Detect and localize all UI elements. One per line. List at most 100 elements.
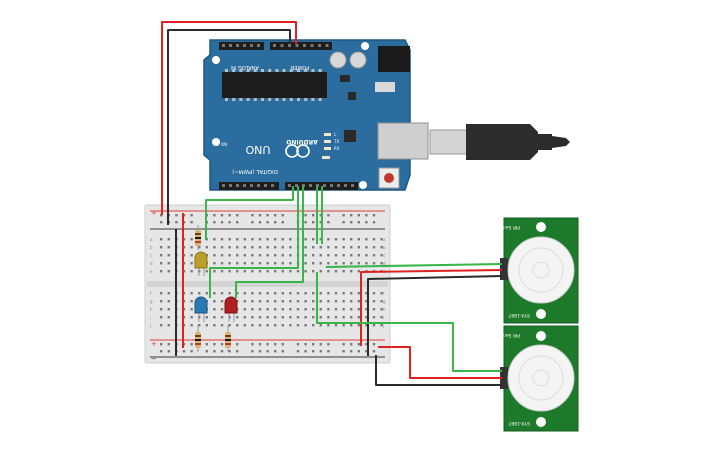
rail-hole	[319, 350, 322, 353]
red-led	[224, 296, 238, 322]
terminal-hole	[220, 254, 224, 257]
pir-mount-hole	[536, 417, 546, 427]
terminal-hole	[160, 254, 163, 257]
terminal-hole	[251, 316, 254, 319]
terminal-hole	[372, 262, 376, 265]
terminal-hole	[357, 262, 360, 265]
terminal-hole	[243, 238, 246, 241]
terminal-hole	[198, 246, 201, 249]
pir-mount-hole	[536, 309, 546, 319]
terminal-hole	[304, 246, 307, 249]
terminal-hole	[304, 308, 307, 311]
rail-hole	[236, 214, 239, 217]
rail-hole	[319, 214, 322, 217]
chip-leg	[311, 69, 315, 72]
rail-hole	[327, 343, 330, 346]
terminal-hole	[251, 246, 254, 249]
terminal-hole	[380, 292, 383, 295]
terminal-hole	[160, 316, 163, 319]
header-pin	[243, 44, 246, 47]
terminal-hole	[190, 292, 193, 295]
terminal-hole	[167, 316, 170, 319]
analog-header	[219, 42, 264, 50]
mount-hole	[361, 42, 369, 50]
header-pin	[295, 44, 299, 47]
rail-hole	[251, 343, 254, 346]
terminal-hole	[266, 316, 269, 319]
header-pin	[236, 184, 239, 187]
row-letter: d	[383, 261, 386, 266]
terminal-hole	[334, 292, 338, 295]
terminal-hole	[190, 262, 193, 265]
terminal-hole	[365, 254, 368, 257]
header-pin	[303, 44, 306, 47]
terminal-hole	[357, 292, 360, 295]
terminal-hole	[243, 254, 246, 257]
chip-leg	[253, 69, 257, 72]
terminal-hole	[357, 238, 360, 241]
header-pin	[310, 44, 314, 47]
rail-hole	[365, 214, 368, 217]
rail-hole	[327, 221, 330, 224]
terminal-hole	[167, 308, 170, 311]
terminal-hole	[281, 324, 284, 327]
row-letter: i	[383, 315, 384, 320]
header-pin	[229, 184, 232, 187]
resistors	[195, 225, 231, 352]
terminal-hole	[350, 292, 353, 295]
terminal-hole	[167, 292, 170, 295]
terminal-hole	[350, 262, 353, 265]
header-pin	[325, 44, 329, 47]
tx-label: TX	[333, 139, 339, 144]
terminal-hole	[266, 300, 269, 303]
rail-hole	[266, 214, 269, 217]
chip-leg	[318, 98, 322, 101]
rail-hole	[175, 214, 178, 217]
usb-b-port	[377, 122, 429, 160]
rail-hole	[258, 221, 262, 224]
terminal-hole	[289, 300, 292, 303]
mount-hole	[212, 138, 220, 146]
terminal-hole	[319, 316, 322, 319]
top-header-pins	[222, 44, 329, 47]
terminal-hole	[327, 254, 330, 257]
rail-hole	[160, 214, 163, 217]
rail-hole	[274, 214, 277, 217]
rail-hole	[167, 350, 170, 353]
terminal-hole	[365, 262, 368, 265]
terminal-hole	[160, 292, 163, 295]
wire-5v-red	[161, 21, 297, 215]
terminal-hole	[167, 300, 170, 303]
terminal-hole	[342, 292, 345, 295]
terminal-hole	[205, 246, 208, 249]
rail-minus-label-bottom: −	[151, 355, 157, 363]
wire-yellow-led-signal	[205, 186, 294, 240]
terminal-hole	[304, 300, 307, 303]
terminal-hole	[319, 324, 322, 327]
row-letter: f	[383, 291, 385, 296]
terminal-hole	[289, 324, 292, 327]
rail-hole	[342, 214, 345, 217]
header-pin	[316, 184, 319, 187]
chip-leg	[246, 98, 250, 101]
terminal-hole	[281, 262, 284, 265]
rail-hole	[266, 350, 269, 353]
terminal-hole	[160, 324, 163, 327]
chip-legs	[225, 69, 322, 101]
terminal-hole	[205, 324, 208, 327]
terminal-hole	[304, 324, 307, 327]
rail-hole	[274, 350, 277, 353]
row-letter: j	[382, 323, 384, 328]
rail-hole	[190, 221, 193, 224]
rail-hole	[350, 350, 353, 353]
mount-hole	[212, 56, 220, 64]
terminal-hole	[258, 308, 262, 311]
terminal-hole	[251, 262, 254, 265]
l-led	[324, 133, 331, 136]
terminal-hole	[281, 238, 284, 241]
l-label: L	[334, 132, 337, 137]
row-letter: j	[149, 323, 151, 328]
terminal-hole	[213, 292, 216, 295]
